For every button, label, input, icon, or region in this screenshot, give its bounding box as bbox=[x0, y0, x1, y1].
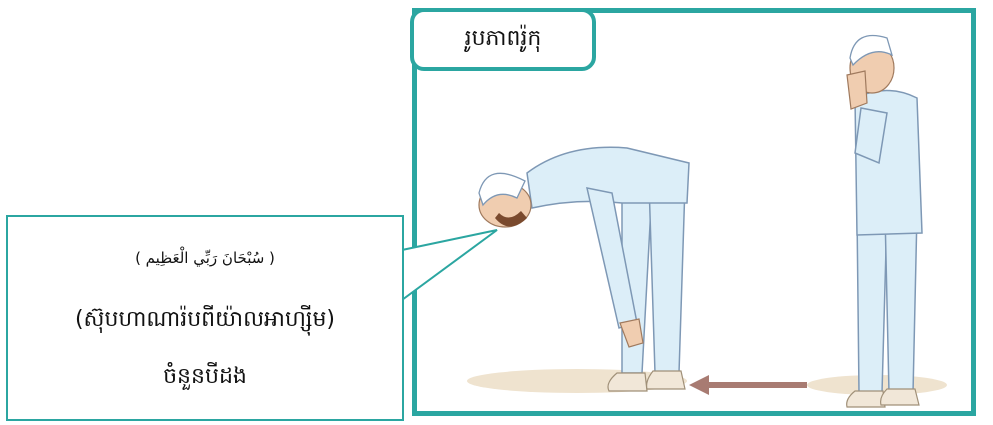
figure-title: រូបភាពរ៉ូកុ bbox=[410, 8, 596, 71]
repetition-count: ចំនួនបីដង bbox=[8, 362, 402, 394]
ruku-illustration bbox=[417, 13, 971, 411]
bowing-figure bbox=[479, 147, 689, 391]
left-arrow-icon bbox=[689, 375, 807, 395]
arabic-phrase: ( سُبْحَانَ رَبِّي الْعَظِيم ) bbox=[8, 249, 402, 267]
callout-box: ( سُبْحَانَ رَبِّي الْعَظِيم ) (ស៊ុបហាណា… bbox=[6, 215, 404, 421]
transliteration-text: (ស៊ុបហាណារ៉បពីយ៉ាលអាហ្ស៊ីម) bbox=[8, 305, 402, 337]
standing-figure bbox=[847, 36, 922, 408]
